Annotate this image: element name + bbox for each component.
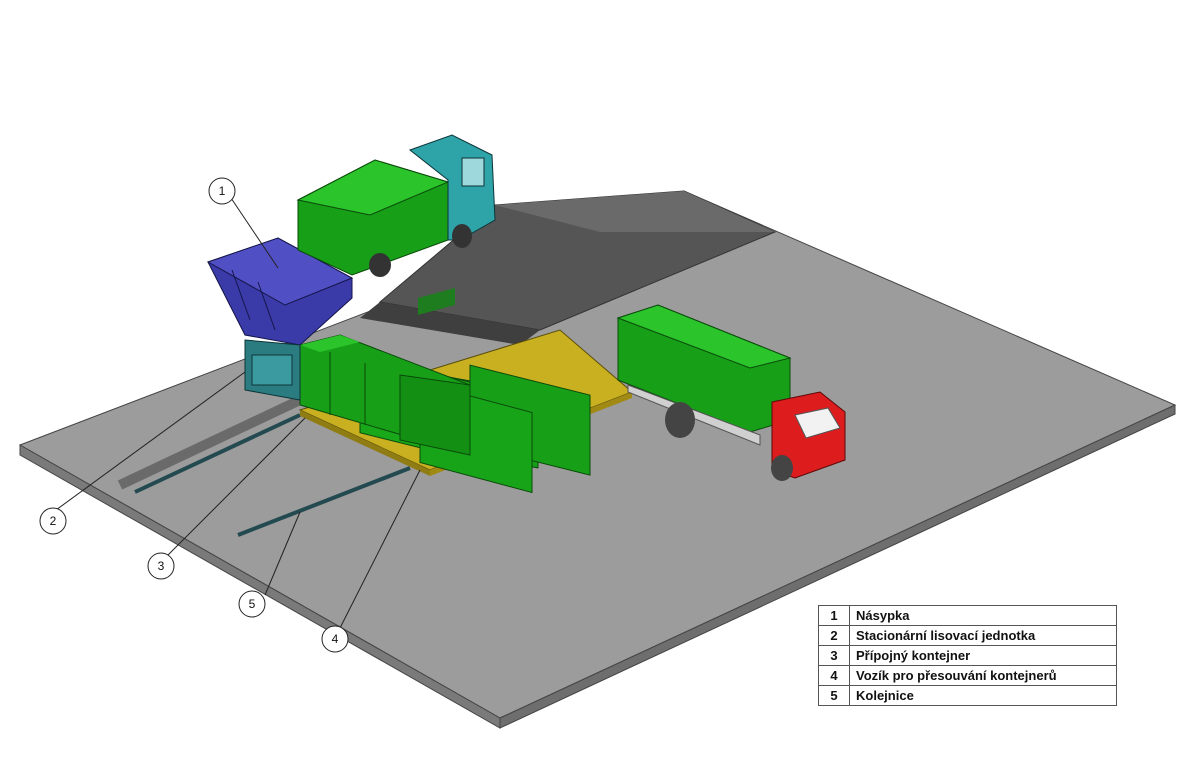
legend-row: 2 Stacionární lisovací jednotka — [818, 625, 1117, 646]
legend-label: Stacionární lisovací jednotka — [849, 625, 1117, 646]
legend-label: Násypka — [849, 605, 1117, 626]
legend-row: 1 Násypka — [818, 605, 1117, 626]
callout-1-label: 1 — [219, 184, 226, 198]
legend-label: Přípojný kontejner — [849, 645, 1117, 666]
callout-1: 1 — [208, 177, 236, 205]
leader-lines — [55, 197, 421, 629]
callout-2-label: 2 — [50, 514, 57, 528]
legend-row: 4 Vozík pro přesouvání kontejnerů — [818, 665, 1117, 686]
legend-row: 3 Přípojný kontejner — [818, 645, 1117, 666]
callout-5: 5 — [238, 590, 266, 618]
callout-5-label: 5 — [249, 597, 256, 611]
callout-4-label: 4 — [332, 632, 339, 646]
legend-number: 1 — [818, 605, 850, 626]
rail-groove — [117, 395, 303, 490]
legend-number: 3 — [818, 645, 850, 666]
hopper — [206, 237, 354, 346]
rail-left — [134, 413, 301, 494]
legend-row: 5 Kolejnice — [818, 685, 1117, 706]
legend-number: 5 — [818, 685, 850, 706]
callout-2: 2 — [39, 507, 67, 535]
legend-number: 2 — [818, 625, 850, 646]
ground-platform — [18, 190, 1177, 729]
legend-label: Kolejnice — [849, 685, 1117, 706]
legend-label: Vozík pro přesouvání kontejnerů — [849, 665, 1117, 686]
press-unit — [244, 339, 301, 401]
container-front — [299, 334, 471, 456]
callout-4: 4 — [321, 625, 349, 653]
rail-right — [237, 466, 411, 537]
hooklift-truck — [616, 304, 846, 481]
callout-3: 3 — [147, 552, 175, 580]
collection-truck — [296, 134, 496, 277]
legend-number: 4 — [818, 665, 850, 686]
callout-3-label: 3 — [158, 559, 165, 573]
legend-table: 1 Násypka 2 Stacionární lisovací jednotk… — [818, 605, 1117, 706]
